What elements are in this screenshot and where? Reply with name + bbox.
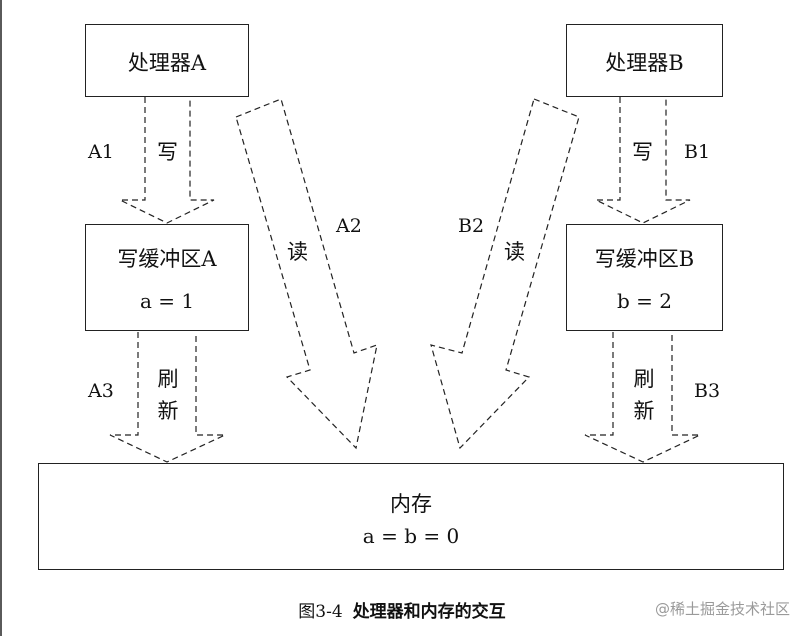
- arrow-a1-id: A1: [88, 141, 114, 163]
- arrow-b1: [595, 97, 691, 224]
- figure-caption: 图3-4 处理器和内存的交互: [0, 597, 804, 622]
- arrow-a1: [119, 97, 215, 224]
- arrow-b2-id: B2: [458, 215, 485, 237]
- write-buffer-b-value: b = 2: [617, 289, 672, 313]
- memory-box: 内存 a = b = 0: [38, 463, 784, 570]
- processor-b-title: 处理器B: [605, 51, 684, 75]
- memory-value: a = b = 0: [362, 524, 460, 548]
- arrow-a1-action: 写: [157, 140, 178, 164]
- write-buffer-a-box: 写缓冲区A a = 1: [85, 224, 249, 331]
- arrow-a3: [109, 332, 226, 463]
- arrow-a3-id: A3: [88, 380, 114, 402]
- figure-number: 图3-4: [298, 602, 343, 622]
- arrow-a2: [235, 98, 378, 450]
- processor-b-box: 处理器B: [566, 24, 723, 97]
- arrow-a3-action-bottom: 新: [157, 399, 179, 423]
- processor-a-title: 处理器A: [127, 51, 207, 75]
- write-buffer-b-title: 写缓冲区B: [594, 247, 695, 271]
- arrow-b2: [430, 98, 580, 450]
- arrow-b3-id: B3: [694, 380, 721, 402]
- write-buffer-a-value: a = 1: [139, 289, 195, 313]
- write-buffer-a-title: 写缓冲区A: [117, 247, 217, 271]
- arrow-a2-action: 读: [287, 240, 308, 264]
- arrow-b3: [584, 332, 701, 463]
- arrow-a2-id: A2: [336, 215, 362, 237]
- arrow-a3-action-top: 刷: [157, 367, 179, 391]
- arrow-b2-action: 读: [504, 240, 525, 264]
- arrow-b3-action-top: 刷: [633, 367, 655, 391]
- arrow-b1-id: B1: [684, 141, 711, 163]
- write-buffer-b-box: 写缓冲区B b = 2: [566, 224, 723, 331]
- left-edge-line: [0, 0, 2, 636]
- memory-title: 内存: [390, 492, 432, 516]
- processor-a-box: 处理器A: [85, 24, 249, 97]
- figure-caption-text: 处理器和内存的交互: [352, 602, 506, 622]
- arrow-b1-action: 写: [632, 140, 653, 164]
- watermark: @稀土掘金技术社区: [654, 600, 790, 618]
- arrow-b3-action-bottom: 新: [633, 399, 655, 423]
